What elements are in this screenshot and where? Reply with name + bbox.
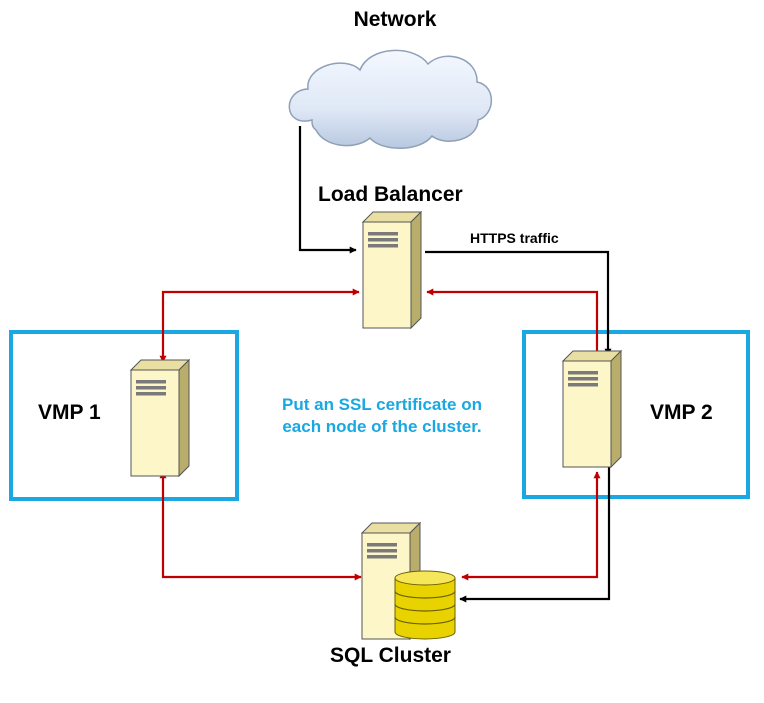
vmp2-to-sql-arrow <box>459 464 611 603</box>
lb-vmp2-link <box>426 288 601 359</box>
load-balancer-label: Load Balancer <box>318 183 463 206</box>
vmp2-label: VMP 2 <box>650 401 713 424</box>
vmp2-cluster-frame <box>522 330 750 499</box>
vmp1-cluster-frame <box>9 330 239 501</box>
network-label: Network <box>353 8 437 31</box>
network-to-load-balancer-arrow <box>298 126 357 254</box>
cloud-icon <box>288 49 492 149</box>
vmp2-server-icon <box>562 350 622 468</box>
vmp1-sql-link <box>159 471 362 581</box>
lb-vmp1-link <box>159 288 360 363</box>
vmp2-sql-link <box>461 471 601 581</box>
vmp1-label: VMP 1 <box>38 401 101 424</box>
sql-cluster-label: SQL Cluster <box>330 644 451 667</box>
vmp1-server-icon <box>130 359 190 477</box>
database-icon <box>394 570 456 640</box>
https-traffic-label: HTTPS traffic <box>470 230 559 246</box>
load-balancer-server-icon <box>362 211 422 329</box>
ssl-note: Put an SSL certificate on each node of t… <box>282 395 482 436</box>
https-traffic-arrow <box>425 250 612 356</box>
